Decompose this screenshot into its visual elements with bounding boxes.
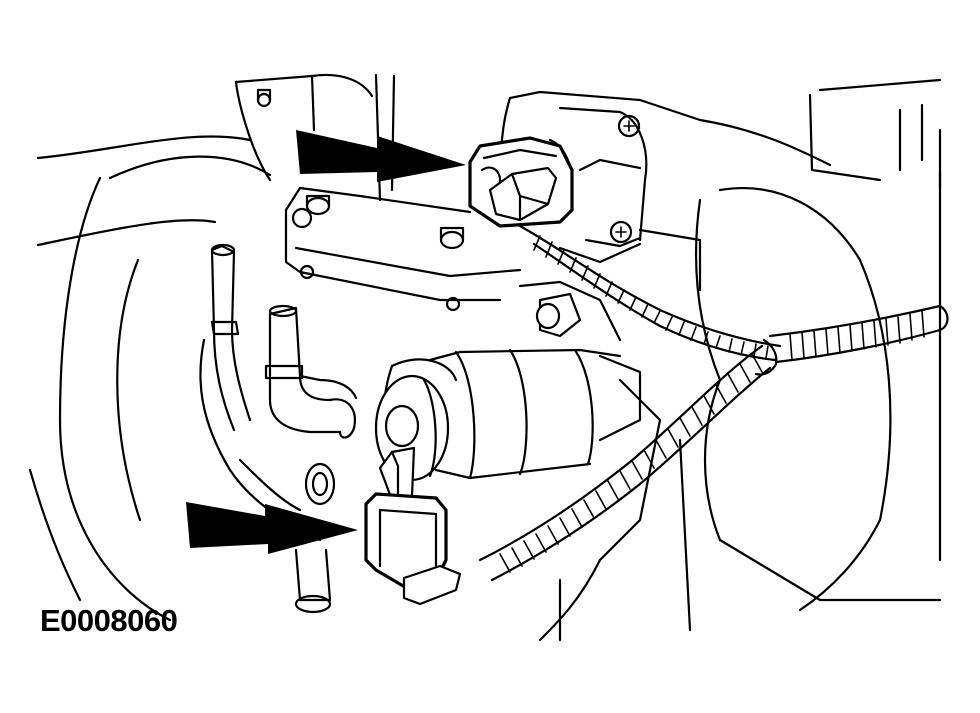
mounting-bracket (256, 88, 642, 312)
harness-trunk (754, 304, 949, 376)
lower-connector (364, 446, 462, 606)
harness-upper (518, 224, 782, 362)
upper-connector (468, 136, 574, 228)
figure-id-label: E0008060 (40, 603, 178, 638)
background-contours (28, 73, 942, 642)
lower-arrow (186, 502, 358, 554)
hoses (199, 243, 358, 614)
upper-arrow (296, 130, 466, 182)
solenoid-valve (374, 280, 642, 482)
harness-lower (478, 344, 772, 582)
callout-arrows (186, 130, 466, 554)
